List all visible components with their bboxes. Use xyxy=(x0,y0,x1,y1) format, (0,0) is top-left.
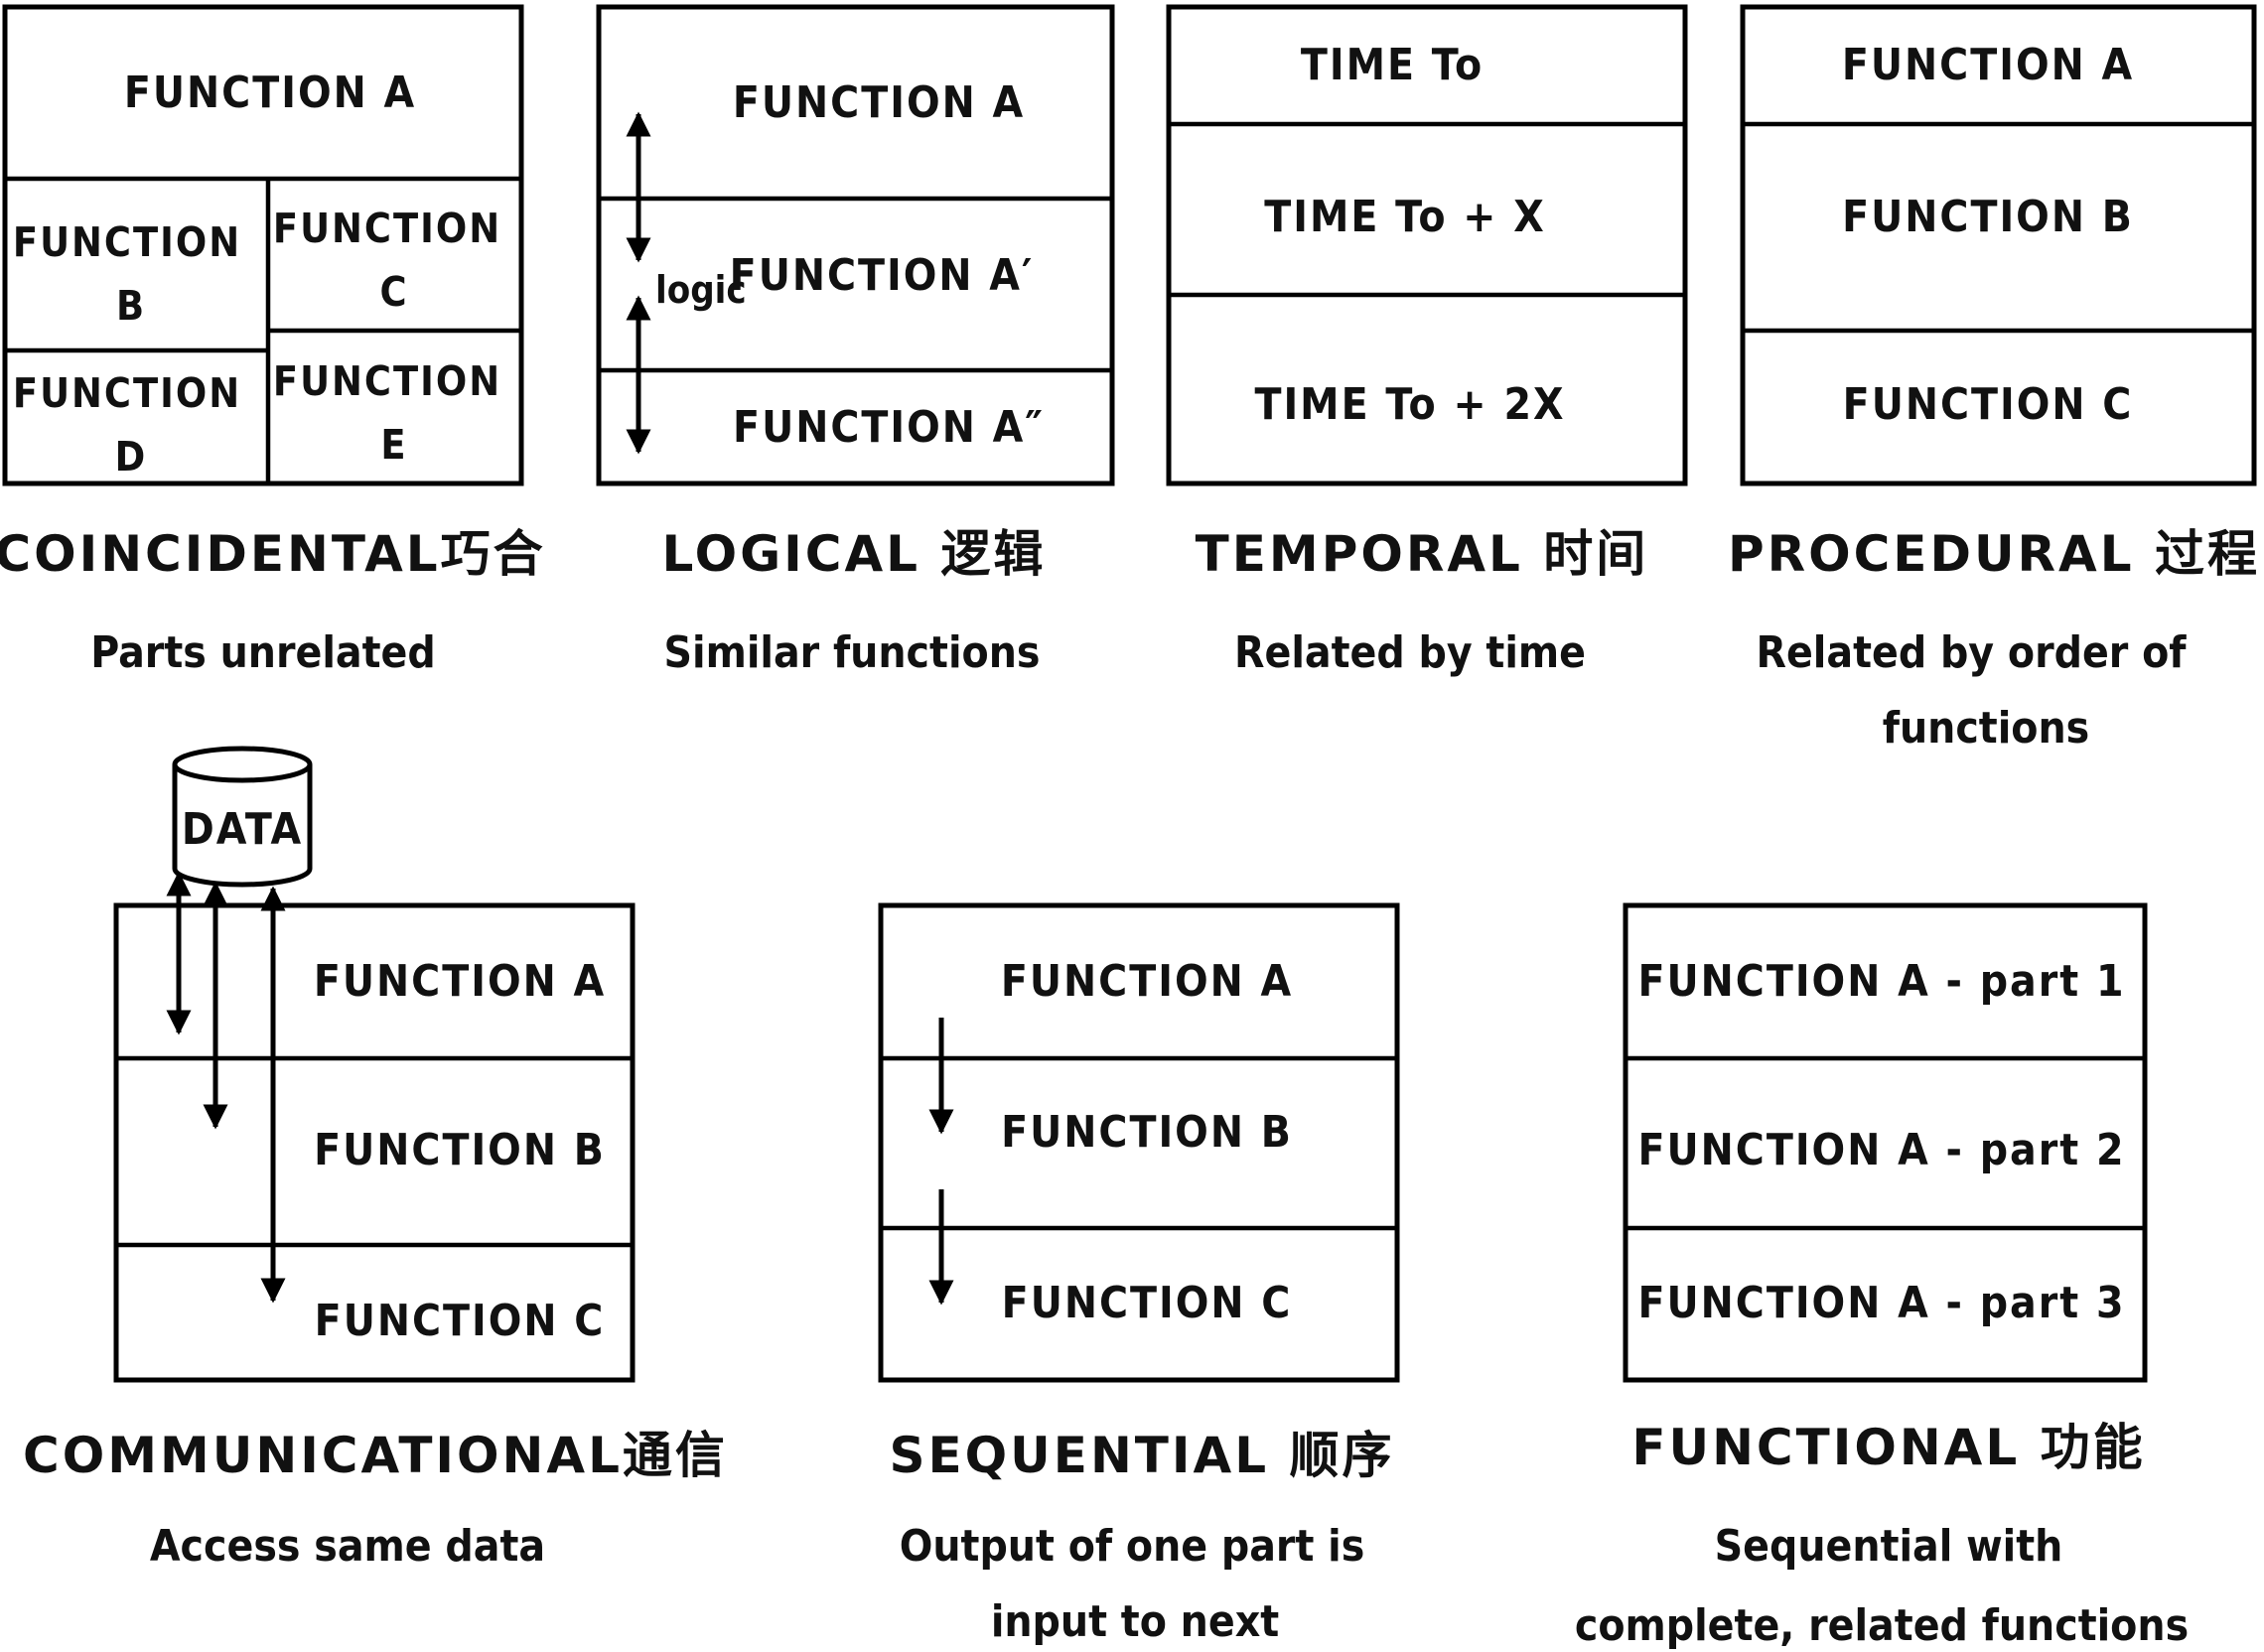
procedural-function-b: FUNCTION B xyxy=(1842,192,2134,242)
logical-panel: FUNCTION A logic FUNCTION A′ FUNCTION A″… xyxy=(596,4,1115,678)
logical-function-a-double-prime: FUNCTION A″ xyxy=(733,402,1045,453)
logical-title: LOGICAL 逻辑 xyxy=(662,525,1047,583)
sequential-box xyxy=(878,902,1400,1383)
functional-part-3: FUNCTION A - part 3 xyxy=(1637,1278,2125,1328)
functional-panel: FUNCTION A - part 1 FUNCTION A - part 2 … xyxy=(1575,902,2189,1651)
communicational-function-a: FUNCTION A xyxy=(314,956,606,1007)
data-store-top xyxy=(172,746,313,783)
procedural-description-line2: functions xyxy=(1883,703,2089,754)
logical-description: Similar functions xyxy=(664,627,1041,678)
temporal-time-t0-plus-2x: TIME To + 2X xyxy=(1254,379,1565,430)
procedural-panel: FUNCTION A FUNCTION B FUNCTION C PROCEDU… xyxy=(1728,4,2260,754)
functional-part-2: FUNCTION A - part 2 xyxy=(1637,1125,2125,1175)
logical-function-a: FUNCTION A xyxy=(733,77,1025,128)
coincidental-function-d-line2: D xyxy=(115,433,148,481)
functional-description-line2: complete, related functions xyxy=(1575,1600,2189,1651)
communicational-function-c: FUNCTION C xyxy=(315,1296,606,1346)
coincidental-panel: FUNCTION A FUNCTION B FUNCTION C FUNCTIO… xyxy=(0,4,546,678)
sequential-function-b: FUNCTION B xyxy=(1001,1107,1293,1158)
communicational-description: Access same data xyxy=(150,1521,545,1572)
coincidental-function-e-line2: E xyxy=(380,421,407,469)
coincidental-function-a: FUNCTION A xyxy=(124,68,416,118)
sequential-description-line2: input to next xyxy=(991,1596,1279,1647)
coincidental-function-c-line1: FUNCTION xyxy=(273,205,501,252)
sequential-function-a: FUNCTION A xyxy=(1001,956,1293,1007)
procedural-function-c: FUNCTION C xyxy=(1843,379,2134,430)
logical-box xyxy=(596,4,1115,486)
communicational-box xyxy=(113,902,636,1383)
data-store-cylinder: DATA xyxy=(172,746,313,888)
temporal-panel: TIME To TIME To + X TIME To + 2X TEMPORA… xyxy=(1166,4,1688,678)
coincidental-function-e-line1: FUNCTION xyxy=(273,357,501,405)
communicational-function-b: FUNCTION B xyxy=(314,1125,606,1175)
procedural-description-line1: Related by order of xyxy=(1756,627,2187,678)
sequential-title: SEQUENTIAL 顺序 xyxy=(890,1427,1395,1484)
communicational-panel: DATA FUNCTION A FUNCTION B FUNCTION C CO… xyxy=(23,746,728,1572)
temporal-time-t0-plus-x: TIME To + X xyxy=(1264,192,1546,242)
communicational-title: COMMUNICATIONAL通信 xyxy=(23,1427,728,1484)
sequential-description-line1: Output of one part is xyxy=(900,1521,1365,1572)
coincidental-function-d-line1: FUNCTION xyxy=(13,369,241,417)
data-store-label: DATA xyxy=(182,804,303,855)
functional-description-line1: Sequential with xyxy=(1715,1521,2063,1572)
temporal-description: Related by time xyxy=(1234,627,1586,678)
temporal-title: TEMPORAL 时间 xyxy=(1196,525,1649,583)
functional-title: FUNCTIONAL 功能 xyxy=(1631,1419,2145,1476)
logical-logic-label: logic xyxy=(655,268,747,312)
functional-part-1: FUNCTION A - part 1 xyxy=(1637,956,2125,1007)
coincidental-title: COINCIDENTAL巧合 xyxy=(0,525,546,583)
sequential-panel: FUNCTION A FUNCTION B FUNCTION C SEQUENT… xyxy=(878,902,1400,1647)
coincidental-function-b-line1: FUNCTION xyxy=(13,218,241,266)
coincidental-function-b-line2: B xyxy=(116,282,146,330)
logical-function-a-prime: FUNCTION A′ xyxy=(730,250,1035,301)
functional-box xyxy=(1623,902,2148,1383)
temporal-box xyxy=(1166,4,1688,486)
sequential-function-c: FUNCTION C xyxy=(1002,1278,1293,1328)
temporal-time-t0: TIME To xyxy=(1301,40,1484,90)
procedural-function-a: FUNCTION A xyxy=(1842,40,2134,90)
coincidental-function-c-line2: C xyxy=(379,268,408,316)
procedural-box xyxy=(1740,4,2257,486)
coincidental-description: Parts unrelated xyxy=(90,627,435,678)
coincidental-box xyxy=(2,4,524,486)
procedural-title: PROCEDURAL 过程 xyxy=(1728,525,2260,583)
